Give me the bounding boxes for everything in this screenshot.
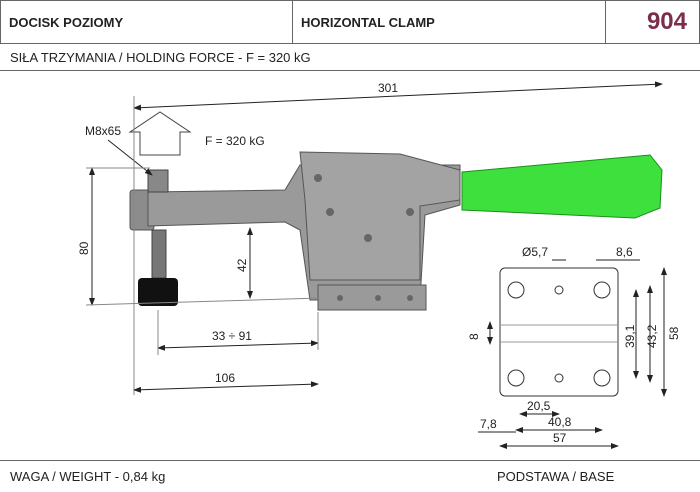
dim-43: 43,2: [645, 324, 659, 348]
title-bar: DOCISK POZIOMY HORIZONTAL CLAMP 904: [0, 0, 700, 44]
spindle: [138, 169, 178, 306]
screw-label: M8x65: [85, 124, 121, 138]
clamp-arm: [129, 151, 461, 311]
title-polish: DOCISK POZIOMY: [1, 1, 293, 43]
dim-spindle-height: 42: [235, 258, 249, 272]
dim-57: 57: [553, 431, 567, 445]
model-number: 904: [646, 8, 687, 35]
holding-force-text: SIŁA TRZYMANIA / HOLDING FORCE - F = 320…: [10, 50, 311, 65]
dim-39: 39,1: [623, 324, 637, 348]
dim-8: 8: [467, 333, 481, 340]
dim-40: 40,8: [548, 415, 572, 429]
force-arrow-icon: [128, 111, 192, 156]
divider-bottom: [0, 460, 700, 461]
dim-range: 33 ÷ 91: [212, 329, 252, 343]
dim-slot-width: 8,6: [616, 245, 633, 259]
base-label: PODSTAWA / BASE: [497, 469, 615, 484]
base-plate: [499, 267, 619, 397]
dim-total-length: 301: [378, 81, 398, 95]
clamp-handle: [461, 154, 663, 219]
dim-20: 20,5: [527, 399, 551, 413]
dim-7-8: 7,8: [480, 417, 497, 431]
dim-58: 58: [667, 326, 681, 340]
dim-height: 80: [77, 241, 91, 255]
divider-top: [0, 70, 700, 71]
title-english: HORIZONTAL CLAMP: [293, 1, 606, 43]
dim-base-length: 106: [215, 371, 235, 385]
weight-text: WAGA / WEIGHT - 0,84 kg: [10, 469, 166, 484]
force-label: F = 320 kG: [205, 134, 265, 148]
dim-hole-dia: Ø5,7: [522, 245, 548, 259]
